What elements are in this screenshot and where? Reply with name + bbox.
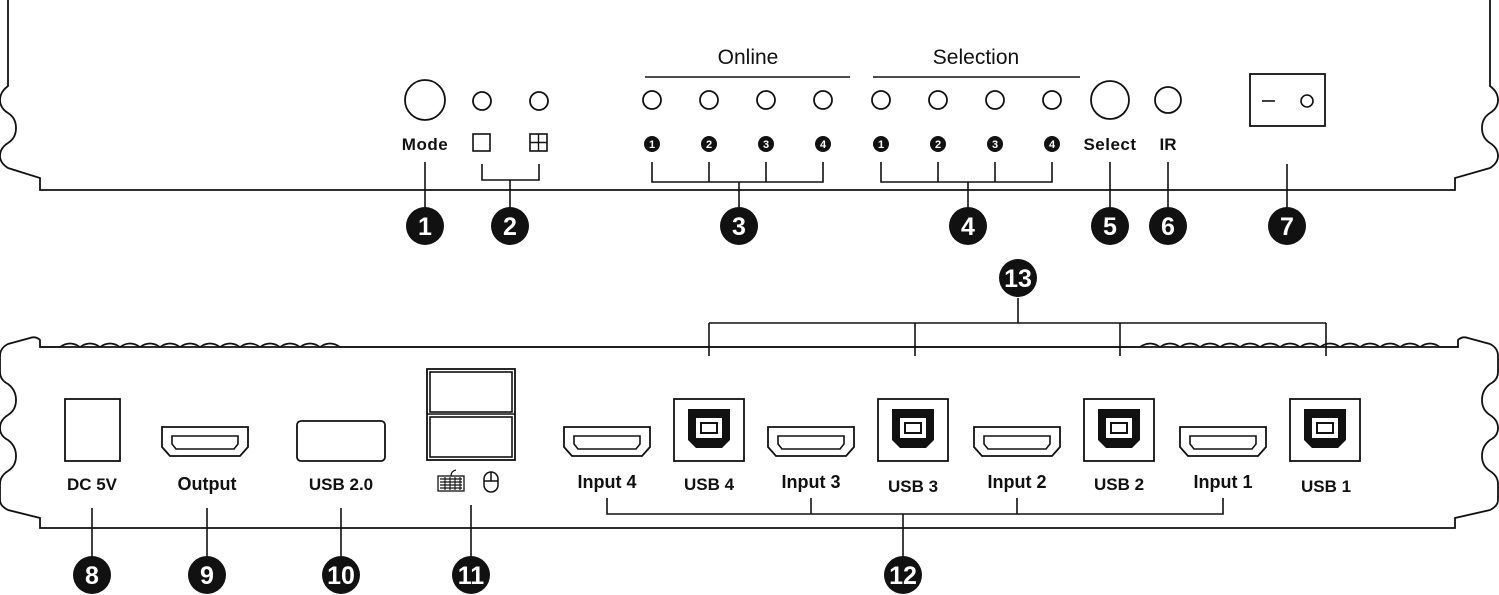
- callout-6: 6: [1149, 207, 1187, 245]
- input2-label: Input 2: [988, 472, 1047, 492]
- hdmi-input-1-port[interactable]: [1179, 426, 1267, 457]
- svg-text:4: 4: [961, 213, 975, 241]
- svg-text:12: 12: [889, 562, 917, 590]
- back-leader-lines: [91, 298, 1327, 556]
- keyboard-icon: [437, 469, 465, 492]
- usb-b-port-1[interactable]: [1289, 398, 1361, 462]
- svg-text:10: 10: [327, 562, 355, 590]
- callout-8: 8: [73, 556, 111, 594]
- svg-text:4: 4: [1049, 139, 1056, 151]
- ir-sensor: [1154, 86, 1182, 114]
- online-led-number: 1: [644, 136, 660, 152]
- select-button[interactable]: [1090, 80, 1130, 120]
- callout-13: 13: [999, 259, 1037, 297]
- selection-led: [871, 90, 891, 110]
- hdmi-input-2-port[interactable]: [973, 426, 1061, 457]
- selection-led-number: 3: [987, 136, 1003, 152]
- single-view-icon: [472, 133, 491, 152]
- hdmi-input-3-port[interactable]: [767, 426, 855, 457]
- output-label: Output: [178, 474, 237, 494]
- svg-text:8: 8: [85, 562, 99, 590]
- callout-1: 1: [406, 207, 444, 245]
- keyboard-mouse-usb-ports[interactable]: [426, 368, 516, 461]
- hdmi-output-port[interactable]: [161, 426, 249, 457]
- usb20-port[interactable]: [296, 420, 386, 462]
- selection-led-number: 1: [873, 136, 889, 152]
- back-panel-outline: [0, 336, 1499, 529]
- callout-7: 7: [1268, 207, 1306, 245]
- callout-5: 5: [1091, 207, 1129, 245]
- svg-text:3: 3: [763, 139, 769, 151]
- callout-9: 9: [188, 556, 226, 594]
- input3-label: Input 3: [782, 472, 841, 492]
- input1-label: Input 1: [1194, 472, 1253, 492]
- quad-view-icon: [529, 133, 548, 152]
- selection-led-number: 2: [930, 136, 946, 152]
- svg-text:6: 6: [1161, 213, 1175, 241]
- callout-12: 12: [884, 556, 922, 594]
- svg-text:1: 1: [649, 139, 655, 151]
- online-led: [813, 90, 833, 110]
- selection-led: [985, 90, 1005, 110]
- usb3-label: USB 3: [888, 477, 938, 496]
- back-panel: DC 5V Output USB 2.0: [0, 336, 1499, 529]
- usb-b-port-3[interactable]: [877, 398, 949, 462]
- front-leader-lines: [424, 162, 1288, 208]
- usb1-label: USB 1: [1301, 477, 1351, 496]
- ir-label: IR: [1160, 135, 1177, 154]
- hdmi-input-4-port[interactable]: [563, 426, 651, 457]
- select-label: Select: [1083, 135, 1136, 154]
- selection-heading: Selection: [933, 46, 1019, 69]
- svg-text:11: 11: [458, 562, 485, 590]
- online-led: [642, 90, 662, 110]
- power-switch-icon[interactable]: [1249, 73, 1326, 127]
- mode-button[interactable]: [404, 79, 446, 121]
- svg-text:13: 13: [1004, 265, 1032, 293]
- mouse-icon: [483, 471, 499, 493]
- dc-power-jack[interactable]: [64, 398, 121, 462]
- front-panel: Mode Online 1 2 3 4 Selection 1 2 3: [0, 0, 1499, 191]
- svg-text:1: 1: [878, 139, 884, 151]
- svg-text:2: 2: [706, 139, 712, 151]
- svg-text:4: 4: [820, 139, 827, 151]
- online-led-number: 2: [701, 136, 717, 152]
- online-led-number: 4: [815, 136, 831, 152]
- usb-b-port-2[interactable]: [1083, 398, 1155, 462]
- usb2-label: USB 2: [1094, 475, 1144, 494]
- svg-text:7: 7: [1280, 213, 1294, 241]
- svg-text:5: 5: [1103, 213, 1117, 241]
- dc-label: DC 5V: [67, 475, 118, 494]
- svg-text:3: 3: [732, 213, 746, 241]
- svg-text:1: 1: [418, 213, 432, 241]
- selection-led: [928, 90, 948, 110]
- usb-b-port-4[interactable]: [673, 398, 745, 462]
- selection-led-number: 4: [1044, 136, 1060, 152]
- callout-3: 3: [720, 207, 758, 245]
- front-panel-outline: [0, 0, 1499, 191]
- callout-4: 4: [949, 207, 987, 245]
- svg-text:2: 2: [935, 139, 941, 151]
- online-led: [756, 90, 776, 110]
- online-led-number: 3: [758, 136, 774, 152]
- usb4-label: USB 4: [684, 475, 735, 494]
- selection-led: [1042, 90, 1062, 110]
- callout-11: 11: [452, 556, 490, 594]
- mode-label: Mode: [402, 135, 448, 154]
- usb20-label: USB 2.0: [309, 475, 373, 494]
- callout-10: 10: [322, 556, 360, 594]
- callout-2: 2: [491, 207, 529, 245]
- mode-led-quad: [529, 91, 549, 111]
- svg-text:3: 3: [992, 139, 998, 151]
- mode-led-single: [472, 91, 492, 111]
- online-heading: Online: [718, 46, 779, 69]
- svg-text:9: 9: [200, 562, 214, 590]
- input4-label: Input 4: [578, 472, 637, 492]
- svg-text:2: 2: [503, 213, 517, 241]
- online-led: [699, 90, 719, 110]
